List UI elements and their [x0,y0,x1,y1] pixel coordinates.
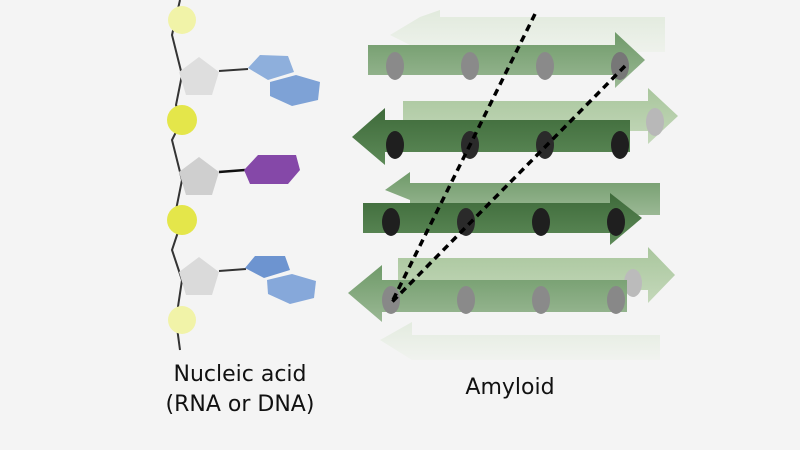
amyloid-label: Amyloid [465,375,555,400]
pyrimidine-base-icon [244,155,300,184]
purine-base-icon [248,55,320,106]
nucleic-acid-chain [167,0,320,351]
amyloid-fibril [348,10,678,360]
beta-strand [363,193,642,245]
phosphate-icon [168,6,196,34]
phosphate-icon [168,306,196,334]
nucleic-acid-label: Nucleic acid (RNA or DNA) [145,360,335,420]
purine-base-icon [245,256,316,304]
phosphate-icon [167,205,197,235]
hbond-line [390,64,627,304]
beta-strand [348,265,627,322]
beta-strand [368,32,645,88]
nucleic-acid-label-line1: Nucleic acid [173,362,307,387]
nucleic-acid-label-line2: (RNA or DNA) [165,392,315,417]
sugar-icon [179,257,219,295]
sugar-icon [179,157,219,195]
sugar-icon [179,57,219,95]
phosphate-icon [167,105,197,135]
hbond-line [390,13,537,303]
